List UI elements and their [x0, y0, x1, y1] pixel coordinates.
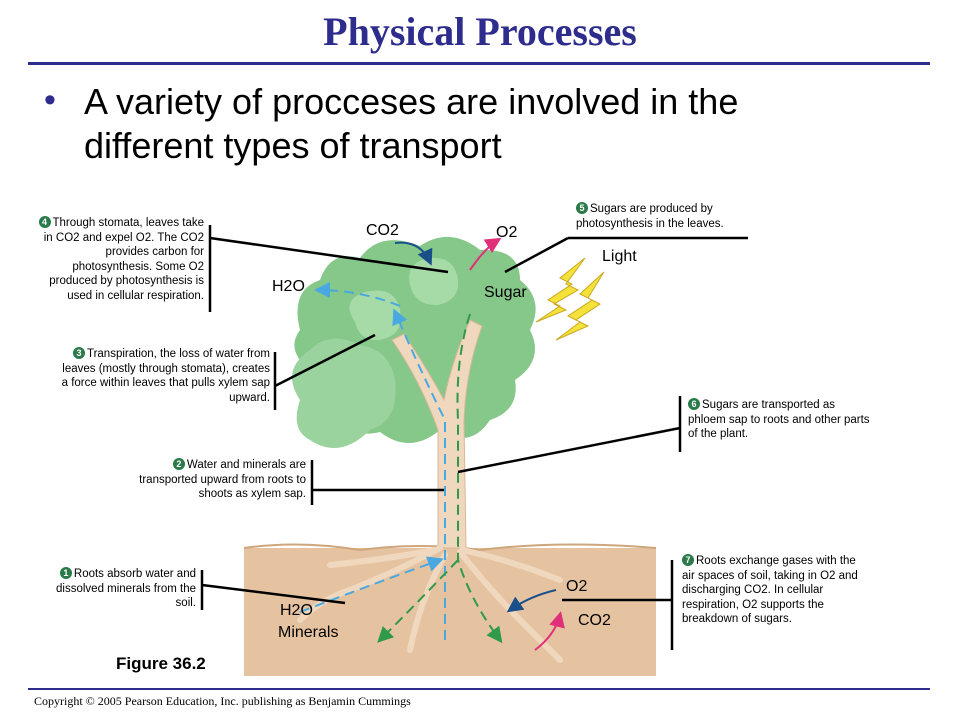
step-3-badge: 3 [72, 347, 85, 359]
trunk [391, 319, 483, 549]
step-6-badge: 6 [688, 398, 700, 410]
page-title: Physical Processes [323, 9, 637, 54]
label-light: Light [602, 248, 637, 265]
o2-out-arrow [469, 237, 502, 271]
step-4-badge: 4 [38, 216, 51, 228]
bullet-text: A variety of procceses are involved in t… [84, 81, 739, 166]
footer-rule [28, 688, 930, 690]
phloem-arrows [377, 313, 503, 644]
label-h2o-top: H2O [272, 278, 305, 295]
label-sugar: Sugar [484, 284, 527, 301]
label-h2o-root: H2O [280, 602, 313, 619]
o2-root-arrow [506, 589, 557, 613]
co2-in-arrow [394, 241, 433, 266]
label-minerals: Minerals [278, 624, 339, 641]
caption-2-text: Water and minerals are transported upwar… [139, 459, 306, 500]
copyright: Copyright © 2005 Pearson Education, Inc.… [34, 694, 411, 708]
caption-4-text: Through stomata, leaves take in CO2 and … [43, 217, 204, 302]
label-co2-top: CO2 [366, 222, 399, 239]
step-7-badge: 7 [682, 554, 694, 566]
light-bolts [535, 257, 605, 341]
caption-6-text: Sugars are transported as phloem sap to … [688, 399, 870, 440]
label-co2-root: CO2 [578, 612, 611, 629]
caption-3-text: Transpiration, the loss of water from le… [61, 348, 270, 404]
label-o2-top: O2 [496, 224, 518, 241]
caption-5-text: Sugars are produced by photosynthesis in… [576, 203, 724, 230]
step-5-badge: 5 [576, 202, 588, 214]
step-1-badge: 1 [59, 567, 72, 579]
figure-label: Figure 36.2 [116, 654, 206, 673]
title-rule [28, 62, 930, 65]
xylem-arrows [299, 282, 446, 640]
co2-root-arrow [534, 611, 565, 651]
leader-lines [200, 225, 748, 650]
caption-1-text: Roots absorb water and dissolved mineral… [56, 568, 196, 609]
step-2-badge: 2 [172, 458, 185, 470]
label-o2-root: O2 [566, 578, 588, 595]
caption-7-text: Roots exchange gases with the air spaces… [682, 555, 858, 625]
bullet-marker: • [44, 81, 56, 119]
foliage [292, 236, 536, 448]
